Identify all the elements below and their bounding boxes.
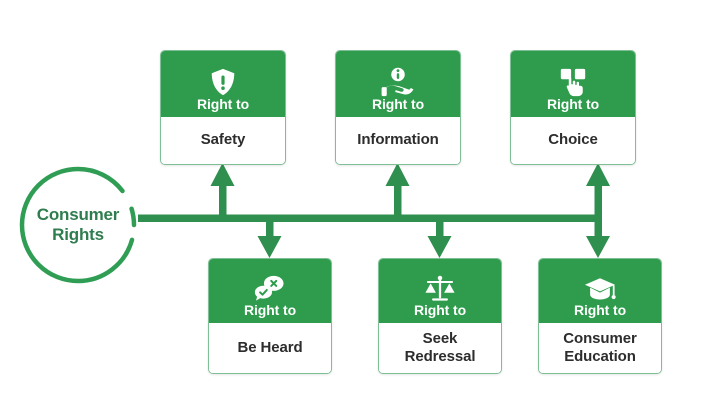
card-header-be-heard: Right to: [209, 259, 331, 323]
hub-label-line1: Consumer: [36, 204, 120, 224]
scales-of-justice-icon: [425, 275, 455, 301]
speech-bubbles-check-cross-icon: [254, 275, 284, 301]
card-label-seek-redressal: Seek Redressal: [379, 323, 501, 373]
hub-label-line2: Rights: [52, 225, 104, 244]
hand-select-cards-icon: [560, 68, 586, 96]
card-label-safety: Safety: [161, 117, 285, 164]
node-card-be-heard[interactable]: Right to Be Heard: [208, 258, 332, 374]
trunk-line: [138, 214, 602, 222]
card-label-line2: Education: [564, 348, 636, 365]
card-label-line1: Seek: [422, 329, 458, 347]
card-label-line2: Redressal: [404, 348, 476, 365]
shield-alert-icon: [211, 68, 235, 95]
hub-label: Consumer Rights: [18, 165, 138, 285]
node-card-information[interactable]: Right to Information: [335, 50, 461, 165]
card-label-be-heard: Be Heard: [209, 323, 331, 373]
card-label-consumer-education: Consumer Education: [539, 323, 661, 373]
card-header-choice: Right to: [511, 51, 635, 117]
card-label-line1: Consumer: [563, 329, 637, 347]
card-heading-consumer-education: Right to: [573, 301, 627, 318]
card-header-seek-redressal: Right to: [379, 259, 501, 323]
card-label-choice: Choice: [511, 117, 635, 164]
card-heading-seek-redressal: Right to: [413, 301, 467, 318]
card-header-consumer-education: Right to: [539, 259, 661, 323]
card-label-information: Information: [336, 117, 460, 164]
node-card-seek-redressal[interactable]: Right to Seek Redressal: [378, 258, 502, 374]
card-heading-choice: Right to: [546, 95, 600, 112]
consumer-rights-hub: Consumer Rights: [18, 165, 138, 285]
graduation-cap-icon: [584, 277, 616, 300]
card-heading-be-heard: Right to: [243, 301, 297, 318]
node-card-consumer-education[interactable]: Right to Consumer Education: [538, 258, 662, 374]
card-heading-safety: Right to: [196, 95, 250, 112]
card-header-safety: Right to: [161, 51, 285, 117]
node-card-safety[interactable]: Right to Safety: [160, 50, 286, 165]
card-heading-information: Right to: [371, 95, 425, 112]
node-card-choice[interactable]: Right to Choice: [510, 50, 636, 165]
hand-info-icon: [381, 67, 414, 96]
card-header-information: Right to: [336, 51, 460, 117]
hub-ring-icon: [19, 166, 137, 284]
